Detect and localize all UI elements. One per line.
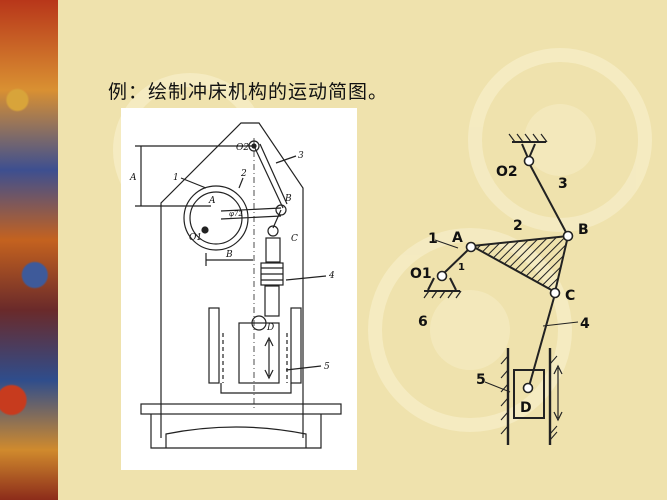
- kinematic-schematic: O2 3 2 B 1 A O1 1 C 6 4 5 D: [410, 133, 590, 445]
- ram-slider: [238, 322, 280, 384]
- press-label-5: 5: [324, 362, 330, 372]
- press-label-a: A: [208, 196, 216, 206]
- schem-label-o1: O1: [410, 266, 432, 282]
- schem-label-2: 2: [513, 218, 523, 234]
- slide-title: 例：绘制冲床机构的运动简图。: [108, 81, 389, 103]
- schem-label-d: D: [520, 400, 532, 416]
- joint-o1: [436, 270, 448, 282]
- decorative-strip: [0, 0, 58, 500]
- press-label-2: 2: [240, 169, 247, 179]
- press-label-c: C: [291, 234, 298, 244]
- press-dim-b: B: [225, 250, 233, 260]
- slider-5: [513, 369, 545, 419]
- link-3: [253, 145, 284, 209]
- press-drawing-panel: O2 3 1 2 A φ72 B O1 C 4 D 5 A B: [121, 108, 357, 470]
- schem-label-3: 3: [558, 176, 568, 192]
- crank-1: [441, 247, 471, 276]
- schem-label-a: A: [452, 230, 463, 246]
- schem-label-o2: O2: [496, 164, 518, 180]
- press-label-3: 3: [298, 151, 304, 161]
- press-label-d: D: [266, 323, 274, 333]
- guide-right: [290, 307, 302, 384]
- press-label-1: 1: [173, 173, 179, 183]
- joint-d: [522, 382, 534, 394]
- pivot-c: [267, 225, 279, 237]
- press-dim-a: A: [129, 173, 137, 183]
- link-2: [220, 207, 282, 212]
- pivot-b: [275, 204, 287, 216]
- pivot-o1: [201, 226, 209, 234]
- joint-c: [549, 287, 561, 299]
- press-drawing: O2 3 1 2 A φ72 B O1 C 4 D 5 A B: [129, 122, 342, 449]
- press-label-phi: φ72: [229, 210, 243, 218]
- schem-label-5: 5: [476, 372, 486, 388]
- schem-label-1-small: 1: [458, 262, 465, 273]
- rod-4-lower: [264, 285, 280, 317]
- link-4-schematic: [527, 293, 556, 391]
- joint-b: [562, 230, 574, 242]
- joint-a: [465, 241, 477, 253]
- schem-label-4: 4: [580, 316, 590, 332]
- link-2-triangle: [468, 234, 570, 294]
- press-frame: [160, 122, 304, 438]
- press-label-b: B: [284, 194, 292, 204]
- rod-4-upper: [265, 237, 281, 263]
- schem-label-c: C: [565, 288, 575, 304]
- press-table: [140, 403, 342, 415]
- press-label-o1: O1: [189, 233, 202, 243]
- press-label-4: 4: [328, 271, 335, 281]
- schem-label-b: B: [578, 222, 589, 238]
- guide-left: [208, 307, 220, 384]
- schem-label-6: 6: [418, 314, 428, 330]
- link-3-schematic: [528, 162, 569, 237]
- schem-label-1: 1: [428, 231, 438, 247]
- press-label-o2: O2: [236, 143, 249, 153]
- joint-o2: [523, 155, 535, 167]
